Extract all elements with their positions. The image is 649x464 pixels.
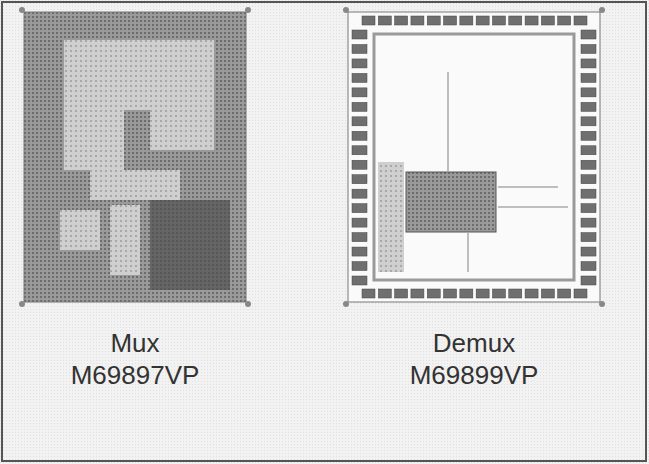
memory-block bbox=[64, 40, 214, 110]
corner-mark bbox=[343, 301, 349, 307]
bond-pad bbox=[581, 247, 596, 256]
bond-pad bbox=[558, 16, 571, 25]
demux-die bbox=[348, 12, 600, 302]
part-number: M69897VP bbox=[71, 360, 200, 390]
bond-pad bbox=[558, 289, 571, 298]
bond-pad bbox=[574, 289, 587, 298]
core-block bbox=[406, 172, 496, 232]
bond-pad bbox=[427, 16, 440, 25]
mux-die bbox=[24, 12, 246, 302]
bond-pad bbox=[411, 289, 424, 298]
bond-pad bbox=[395, 16, 408, 25]
bond-pad bbox=[509, 16, 522, 25]
bond-pad bbox=[581, 44, 596, 53]
io-block bbox=[378, 162, 404, 272]
bond-pad bbox=[378, 289, 391, 298]
power-ring bbox=[374, 34, 574, 280]
bond-pad bbox=[581, 276, 596, 285]
bond-pad bbox=[444, 16, 457, 25]
bond-pad bbox=[581, 233, 596, 242]
bond-pad bbox=[352, 247, 367, 256]
bond-pad bbox=[525, 16, 538, 25]
bond-pad bbox=[352, 276, 367, 285]
bond-pad bbox=[352, 102, 367, 111]
bond-pad bbox=[352, 204, 367, 213]
corner-mark bbox=[19, 301, 25, 307]
chip-name: Mux bbox=[110, 328, 159, 358]
bond-pad bbox=[352, 218, 367, 227]
bond-pad bbox=[581, 117, 596, 126]
memory-block bbox=[64, 110, 124, 170]
bond-pad bbox=[581, 262, 596, 271]
bond-pad bbox=[581, 88, 596, 97]
corner-mark bbox=[19, 7, 25, 13]
bond-pad bbox=[427, 289, 440, 298]
bond-pad bbox=[581, 175, 596, 184]
bond-pad bbox=[581, 131, 596, 140]
bond-pad bbox=[352, 233, 367, 242]
bond-pad bbox=[581, 160, 596, 169]
logic-block bbox=[150, 200, 230, 290]
bond-pad bbox=[581, 218, 596, 227]
bond-pad bbox=[509, 289, 522, 298]
bond-pad bbox=[352, 189, 367, 198]
wire bbox=[447, 72, 449, 172]
bond-pad bbox=[352, 175, 367, 184]
bond-pad bbox=[460, 289, 473, 298]
bond-pad bbox=[581, 204, 596, 213]
bond-pad bbox=[352, 30, 367, 39]
wire bbox=[498, 186, 558, 188]
corner-mark bbox=[599, 301, 605, 307]
bond-pad bbox=[460, 16, 473, 25]
bond-pad bbox=[581, 30, 596, 39]
bond-pad bbox=[444, 289, 457, 298]
wire bbox=[467, 232, 469, 272]
bond-pad bbox=[581, 102, 596, 111]
bond-pad bbox=[411, 16, 424, 25]
bond-pad bbox=[352, 262, 367, 271]
bond-pad bbox=[581, 146, 596, 155]
bond-pad bbox=[352, 131, 367, 140]
memory-block bbox=[150, 110, 214, 150]
memory-block bbox=[110, 205, 140, 275]
wire bbox=[498, 206, 568, 208]
bond-pad bbox=[581, 59, 596, 68]
bond-pad bbox=[362, 289, 375, 298]
bond-pad bbox=[492, 16, 505, 25]
bond-pad bbox=[378, 16, 391, 25]
chip-name: Demux bbox=[433, 328, 515, 358]
bond-pad bbox=[525, 289, 538, 298]
memory-block bbox=[60, 210, 100, 250]
bond-pad bbox=[581, 189, 596, 198]
bond-pad bbox=[352, 117, 367, 126]
bond-pad bbox=[581, 73, 596, 82]
bond-pad bbox=[352, 44, 367, 53]
corner-mark bbox=[245, 7, 251, 13]
bond-pad bbox=[574, 16, 587, 25]
bond-pad bbox=[362, 16, 375, 25]
bond-pad bbox=[395, 289, 408, 298]
corner-mark bbox=[245, 301, 251, 307]
bond-pad bbox=[541, 16, 554, 25]
bond-pad bbox=[492, 289, 505, 298]
bond-pad bbox=[476, 289, 489, 298]
part-number: M69899VP bbox=[410, 360, 539, 390]
bond-pad bbox=[352, 160, 367, 169]
corner-mark bbox=[343, 7, 349, 13]
bond-pad bbox=[352, 73, 367, 82]
memory-block bbox=[90, 170, 180, 200]
bond-pad bbox=[541, 289, 554, 298]
bond-pad bbox=[352, 59, 367, 68]
bond-pad bbox=[476, 16, 489, 25]
bond-pad bbox=[352, 88, 367, 97]
corner-mark bbox=[599, 7, 605, 13]
bond-pad bbox=[352, 146, 367, 155]
